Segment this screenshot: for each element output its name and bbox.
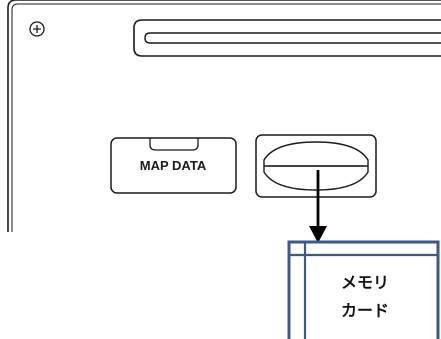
map-data-label: MAP DATA — [140, 158, 207, 173]
device-panel — [7, 0, 441, 232]
memory-card — [287, 240, 440, 339]
sd-card-slot — [255, 134, 377, 198]
memory-card-label-line1: メモリ — [341, 273, 389, 292]
map-data-slot — [110, 137, 237, 194]
down-arrow-icon — [309, 170, 327, 243]
memory-card-label-line2: カード — [341, 301, 389, 320]
top-slot — [133, 19, 441, 57]
screw-icon — [29, 21, 45, 37]
